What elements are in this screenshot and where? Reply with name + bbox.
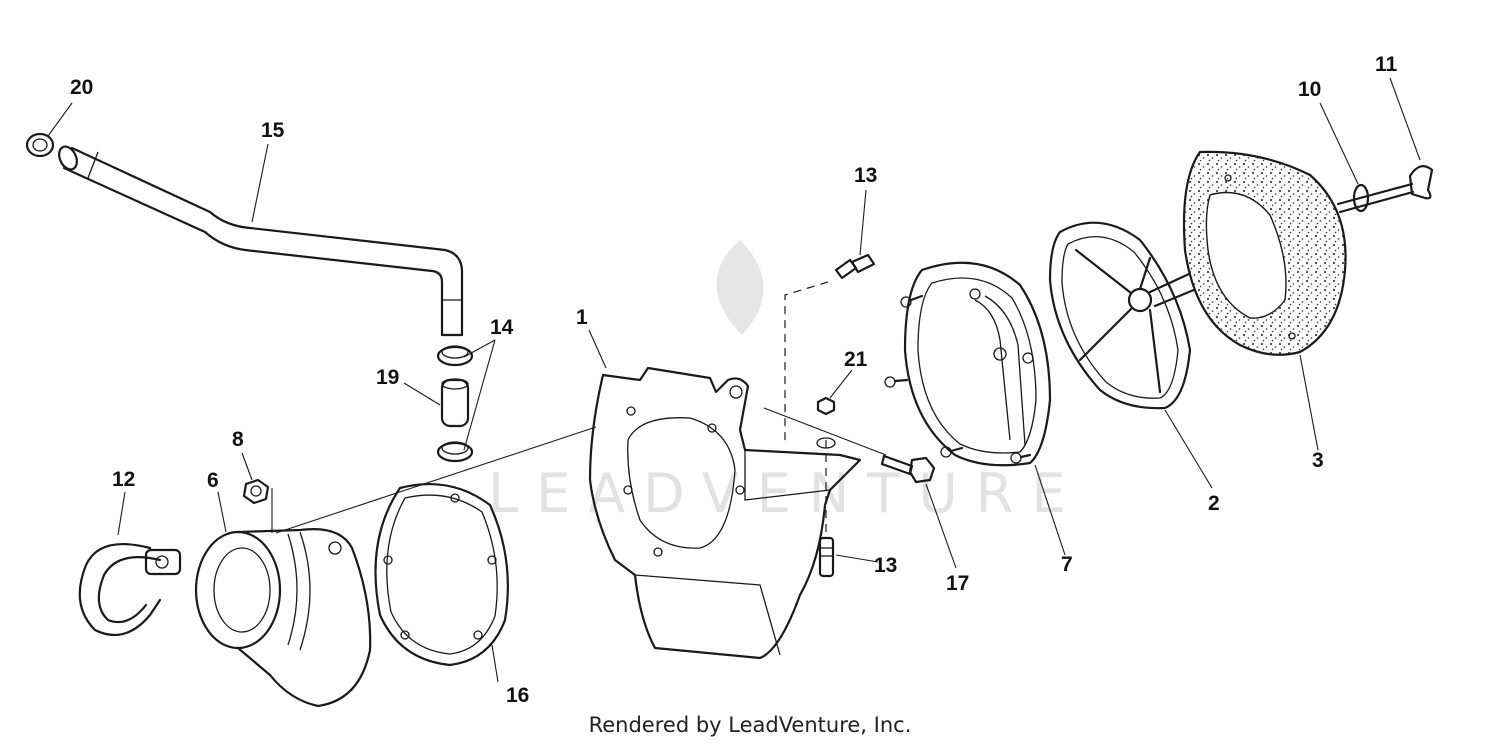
part-3-foam-element <box>1182 150 1347 356</box>
callout-16: 16 <box>506 684 529 707</box>
part-12-band-clamp <box>78 543 182 637</box>
callout-3: 3 <box>1312 449 1324 472</box>
callout-8: 8 <box>232 428 244 451</box>
callout-19: 19 <box>376 366 399 389</box>
part-14-lower-clamp <box>436 441 474 463</box>
part-14-upper-clamp <box>436 345 474 367</box>
callout-11: 11 <box>1375 53 1398 76</box>
callout-2: 2 <box>1208 492 1220 515</box>
callout-13-lower: 13 <box>874 554 897 577</box>
callout-10: 10 <box>1298 78 1321 101</box>
callout-17: 17 <box>946 572 969 595</box>
part-13-lower-bolt <box>818 536 835 578</box>
part-11-wing-knob <box>1336 165 1434 214</box>
callout-leaders <box>47 77 1421 683</box>
callout-20: 20 <box>70 76 93 99</box>
stud-bolts <box>884 288 1034 464</box>
callout-1: 1 <box>576 306 588 329</box>
footer-credit: Rendered by LeadVenture, Inc. <box>588 713 912 737</box>
callout-12: 12 <box>112 468 135 491</box>
callout-21: 21 <box>844 348 868 371</box>
callout-labels: 20 15 14 19 8 12 6 16 1 13 21 13 17 7 2 … <box>70 53 1398 707</box>
callout-6: 6 <box>207 469 219 492</box>
part-7-cover-plate <box>884 261 1052 467</box>
callout-15: 15 <box>261 119 285 142</box>
watermark-text: LEADVENTURE <box>488 462 1083 525</box>
part-16-gasket <box>374 482 509 667</box>
part-19-connector <box>440 378 470 428</box>
part-10-washer <box>1352 183 1370 213</box>
assembly-lines <box>275 281 887 538</box>
watermark: LEADVENTURE <box>488 240 1083 525</box>
part-15-tube <box>58 145 464 337</box>
callout-14: 14 <box>490 316 514 339</box>
part-8-nut <box>242 478 270 505</box>
part-13-upper-screw <box>834 253 876 280</box>
part-17-bolt <box>880 454 936 484</box>
part-1-base <box>588 366 862 660</box>
part-6-intake-elbow <box>194 528 372 708</box>
callout-13-upper: 13 <box>854 164 877 187</box>
part-20-clamp <box>25 132 55 158</box>
watermark-flame-icon <box>716 240 764 335</box>
callout-7: 7 <box>1061 553 1073 576</box>
